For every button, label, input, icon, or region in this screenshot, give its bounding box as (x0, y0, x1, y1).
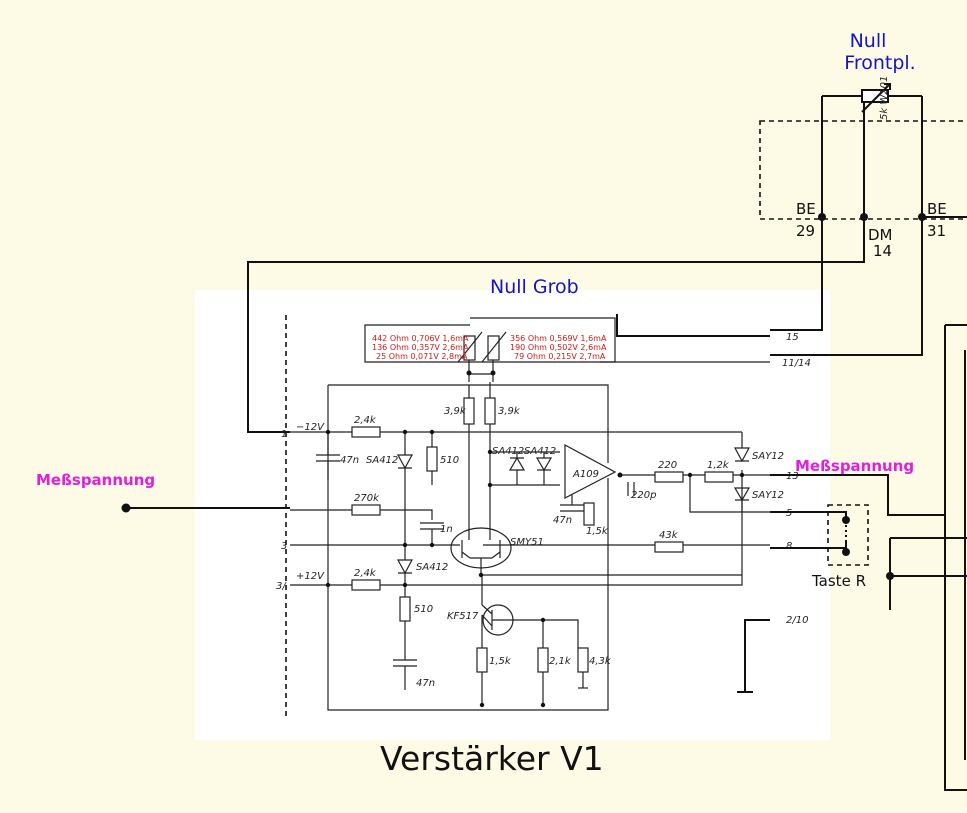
label-pin-11: 11/14 (782, 358, 811, 369)
be-right-label: BE (927, 200, 947, 218)
transistor-kf517 (482, 604, 514, 636)
label-r-1-5k: 1,5k (489, 656, 512, 667)
taste-r-box (827, 504, 869, 566)
label-c-220p: 220p (631, 490, 656, 501)
be-left-label: BE (796, 200, 816, 218)
resistor-510-top (426, 446, 438, 472)
dm-label: DM (868, 226, 893, 244)
label-v-pos: +12V (296, 571, 325, 582)
label-r-2-4k-top: 2,4k (354, 415, 377, 426)
resistor-3-9k-b (484, 397, 496, 425)
resistor-2-4k-bottom (351, 579, 381, 591)
label-r-3-9k-b: 3,9k (498, 406, 521, 417)
label-d-sa412-b: SA412 (416, 562, 448, 573)
table-right-row-2: 190 Ohm 0,502V 2,6mA (510, 343, 607, 352)
resistor-1-5k (476, 647, 488, 673)
resistor-220 (654, 471, 684, 483)
resistor-2-4k-top (351, 426, 381, 438)
resistor-510-bottom (399, 596, 411, 622)
label-t-smy51: SMY51 (510, 537, 544, 548)
table-right-row-1: 356 Ohm 0,569V 1,6mA (510, 334, 607, 343)
taste-r-label: Taste R (811, 572, 866, 590)
resistor-4-3k (577, 647, 589, 673)
capacitor-1n (420, 522, 444, 545)
label-d-say12-b: SAY12 (752, 490, 784, 501)
label-c-1n: 1n (440, 524, 453, 535)
table-left-row-2: 136 Ohm 0,357V 2,6mA (372, 343, 469, 352)
null-frontpl-label-1: Null (850, 30, 887, 52)
resistor-2-1k (537, 647, 549, 673)
label-opamp-a109: A109 (572, 469, 599, 480)
label-d-sa412-d: SA412 (524, 446, 556, 457)
capacitor-47n-opamp (560, 495, 584, 512)
label-r-270k: 270k (354, 493, 380, 504)
label-pin-8: 8 (786, 541, 792, 552)
null-grob-label: Null Grob (490, 276, 579, 298)
junction-be29 (818, 213, 826, 221)
table-left-row-1: 442 Ohm 0,706V 1,6mA (372, 334, 469, 343)
resistor-1-2k (704, 471, 734, 483)
label-pin-15: 15 (786, 332, 799, 343)
be-right-number: 31 (927, 222, 946, 240)
label-d-sa412-c: SA412 (492, 446, 524, 457)
label-r-220: 220 (658, 460, 677, 471)
label-d-sa412-a: SA412 (366, 455, 398, 466)
label-v-neg: −12V (296, 422, 325, 433)
messspannung-output-label: Meßspannung (795, 457, 914, 475)
label-c-47n-top: 47n (340, 455, 359, 466)
resistor-270k (351, 504, 381, 516)
frontpanel-box (759, 120, 967, 220)
label-r-2-1k: 2,1k (549, 656, 572, 667)
diode-sa412-rail (396, 432, 414, 560)
label-r-510-top: 510 (440, 455, 459, 466)
opamp-a109 (564, 443, 617, 499)
label-c-47n-opamp: 47n (553, 515, 572, 526)
table-right-row-3: 79 Ohm 0,215V 2,7mA (514, 352, 606, 361)
label-d-say12-a: SAY12 (752, 451, 784, 462)
label-c-47n-bottom: 47n (416, 678, 435, 689)
label-r-1-5k-opamp: 1,5k (586, 526, 609, 537)
capacitor-47n-bottom (393, 634, 417, 690)
label-r-1-2k: 1,2k (707, 460, 730, 471)
schematic-scan-area (195, 290, 830, 740)
capacitor-47n-top (316, 432, 340, 480)
label-r-510-bottom: 510 (414, 604, 433, 615)
label-r-3-9k-a: 3,9k (444, 406, 467, 417)
label-t-kf517: KF517 (447, 611, 479, 622)
frontpanel-section: 5k W201 (247, 76, 967, 433)
label-r-2-4k-bottom: 2,4k (354, 568, 377, 579)
amplifier-schematic (285, 315, 770, 720)
junction-dm14 (860, 213, 868, 221)
null-frontpl-label-2: Frontpl. (844, 52, 915, 74)
dm-number: 14 (873, 242, 892, 260)
table-left-row-3: 25 Ohm 0,071V 2,8mA (376, 352, 468, 361)
resistor-1-5k-opamp (583, 502, 595, 526)
label-r-43k: 43k (659, 530, 679, 541)
null-grob-section (364, 314, 770, 382)
label-pin-1: 1 (281, 429, 287, 440)
label-pin-3: 3 (281, 541, 287, 552)
pot-code: 5k W201 (879, 76, 890, 120)
label-pin-3b: 3/ (276, 581, 287, 592)
capacitor-220p (627, 482, 635, 496)
diagram-title: Verstärker V1 (380, 739, 604, 778)
be-left-number: 29 (796, 222, 815, 240)
messspannung-input-label: Meßspannung (36, 471, 155, 489)
label-r-4-3k: 4,3k (589, 656, 612, 667)
label-pin-5: 5 (786, 508, 792, 519)
label-pin-2: 2/10 (786, 615, 808, 626)
input-terminal (121, 503, 131, 513)
label-pin-13: 13 (786, 471, 799, 482)
output-section: 15 11/14 13 5 8 2/10 (737, 324, 967, 791)
resistor-43k (654, 541, 684, 553)
